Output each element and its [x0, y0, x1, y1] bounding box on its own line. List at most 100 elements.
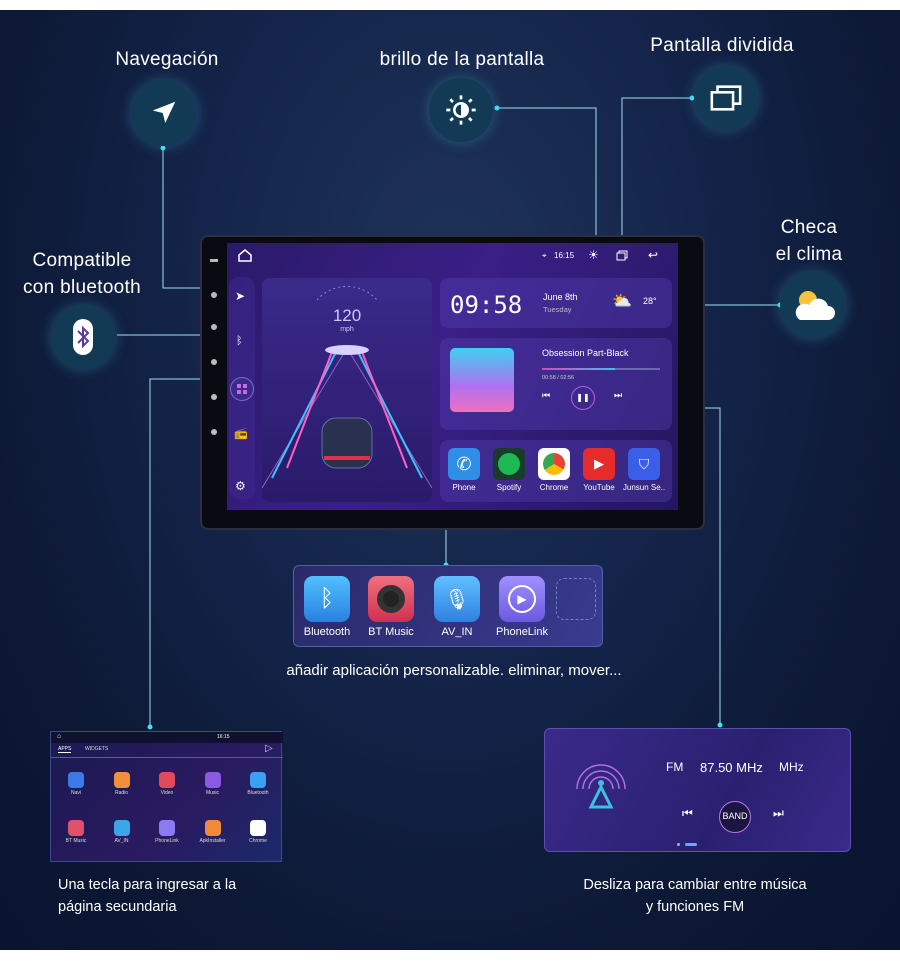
caption-line: Una tecla para ingresar a la: [58, 877, 237, 893]
custom-dock-panel: ᛒ 🎙 ▶ Bluetooth BT Music AV_IN PhoneLink: [293, 565, 603, 647]
speed-unit: mph: [340, 326, 354, 333]
empty-app-slot[interactable]: [556, 578, 596, 620]
mini-app-label: Radio: [114, 790, 129, 796]
temperature: 28°: [643, 296, 657, 306]
tab-widgets[interactable]: WIDGETS: [85, 746, 109, 752]
rail-radio-button[interactable]: 📻: [234, 428, 248, 440]
seek-back-button[interactable]: ⏮: [682, 806, 693, 820]
dock-app-label: AV_IN: [441, 626, 473, 638]
mini-app-icon[interactable]: [250, 772, 266, 788]
radio-band: FM: [666, 760, 684, 774]
head-unit-screen: ⌖ 16:15 ☀ ↩ ➤ ᛒ 📻 ⚙ 120 mph 09:58 June 8…: [227, 243, 678, 510]
mini-app-label: BT Music: [65, 838, 87, 844]
mini-app-label: PhoneLink: [155, 838, 179, 844]
radio-frequency: 87.50 MHz: [700, 760, 763, 775]
dock-app-label: BT Music: [368, 626, 414, 638]
mini-status-bar: ⌂ 16:15: [51, 732, 283, 743]
back-button[interactable]: ↩: [648, 248, 659, 262]
weather-label-line1: Checa: [780, 217, 838, 238]
mini-app-icon[interactable]: [204, 820, 221, 836]
bluetooth-label-line2: con bluetooth: [23, 277, 141, 298]
radio-unit: MHz: [779, 760, 804, 774]
road-graphic: [262, 286, 432, 489]
mini-app-icon[interactable]: [204, 772, 221, 788]
page-dot-active[interactable]: [685, 843, 697, 846]
av-in-app-icon[interactable]: 🎙: [434, 576, 480, 622]
caption-line: y funciones FM: [645, 899, 745, 915]
youtube-app-icon[interactable]: ▶: [583, 448, 615, 480]
pause-button[interactable]: ❚❚: [571, 386, 595, 410]
mini-app-label: ApkInstaller: [199, 838, 226, 844]
track-title: Obsession Part-Black: [542, 348, 629, 358]
dock-app-label: PhoneLink: [496, 626, 548, 638]
mini-home-icon: ⌂: [57, 733, 62, 740]
mini-app-label: Video: [160, 790, 174, 796]
home-icon[interactable]: [237, 248, 253, 262]
location-icon: ⌖: [542, 251, 547, 260]
track-progress[interactable]: [542, 368, 660, 370]
rail-settings-button[interactable]: ⚙: [235, 479, 246, 493]
app-label: Spotify: [496, 483, 522, 492]
spotify-app-icon[interactable]: [493, 448, 525, 480]
mini-app-icon[interactable]: [113, 772, 130, 788]
navigation-label: Navegación: [115, 49, 219, 70]
phone-app-icon[interactable]: ✆: [448, 448, 480, 480]
rail-apps-button[interactable]: [230, 377, 254, 401]
app-shortcuts: ✆ ▶ ⛉ Phone Spotify Chrome YouTube Junsu…: [440, 440, 672, 502]
split-screen-button[interactable]: [616, 250, 628, 261]
page-dot[interactable]: [677, 843, 680, 846]
app-label: Phone: [452, 483, 476, 492]
weather-label: Checa el clima: [749, 214, 869, 268]
speed-panel: 120 mph: [262, 278, 432, 502]
bluetooth-app-icon[interactable]: ᛒ: [304, 576, 350, 622]
mini-status-time: 16:15: [217, 734, 230, 740]
clock-time: 09:58: [450, 291, 523, 319]
phonelink-app-icon[interactable]: ▶: [499, 576, 545, 622]
brightness-button[interactable]: ☀: [588, 248, 599, 262]
mini-app-icon[interactable]: [159, 820, 175, 836]
split-screen-icon: [694, 66, 758, 130]
previous-track-button[interactable]: ⏮: [542, 390, 551, 400]
weather-widget-icon: ⛅: [612, 293, 632, 310]
mini-app-icon[interactable]: [68, 820, 84, 836]
mini-app-icon[interactable]: [68, 772, 84, 788]
mini-app-icon[interactable]: [159, 772, 175, 788]
app-label: Chrome: [539, 483, 569, 492]
mini-app-label: Bluetooth: [247, 790, 269, 796]
clock-day: Tuesday: [543, 305, 572, 314]
mini-app-label: AV_IN: [114, 838, 129, 844]
mini-app-icon[interactable]: [113, 820, 130, 836]
clock-date: June 8th: [543, 292, 578, 302]
mini-app-label: Music: [205, 790, 220, 796]
app-label: YouTube: [583, 483, 615, 492]
radio-widget: FM 87.50 MHz MHz ⏮ BAND ⏭: [544, 728, 851, 852]
music-widget[interactable]: Obsession Part-Black 00:58 / 02:56 ⏮ ❚❚ …: [440, 338, 672, 430]
side-hardware-buttons: [210, 259, 218, 435]
rail-navigation-button[interactable]: ➤: [235, 289, 246, 303]
play-store-icon[interactable]: ▷: [265, 743, 273, 754]
band-button[interactable]: BAND: [719, 801, 751, 833]
weather-icon: [780, 272, 846, 338]
dock-caption: añadir aplicación personalizable. elimin…: [286, 662, 622, 679]
brightness-label: brillo de la pantalla: [379, 49, 545, 70]
chrome-app-icon[interactable]: [538, 448, 570, 480]
weather-label-line2: el clima: [775, 244, 843, 265]
rail-bluetooth-button[interactable]: ᛒ: [236, 335, 243, 347]
bt-music-app-icon[interactable]: [368, 576, 414, 622]
speed-value: 120: [332, 306, 362, 325]
clock-widget[interactable]: 09:58 June 8th Tuesday ⛅ 28°: [440, 278, 672, 328]
mini-app-icon[interactable]: [250, 820, 266, 836]
junsun-app-icon[interactable]: ⛉: [628, 448, 660, 480]
tab-apps[interactable]: APPS: [58, 746, 72, 753]
next-track-button[interactable]: ⏭: [614, 390, 623, 400]
mini-app-label: Chrome: [249, 838, 267, 844]
seek-forward-button[interactable]: ⏭: [773, 806, 784, 820]
status-time: 16:15: [554, 251, 575, 260]
split-screen-label: Pantalla dividida: [650, 35, 794, 56]
app-label: Junsun Se..: [622, 483, 666, 492]
navigation-icon: [131, 80, 197, 146]
